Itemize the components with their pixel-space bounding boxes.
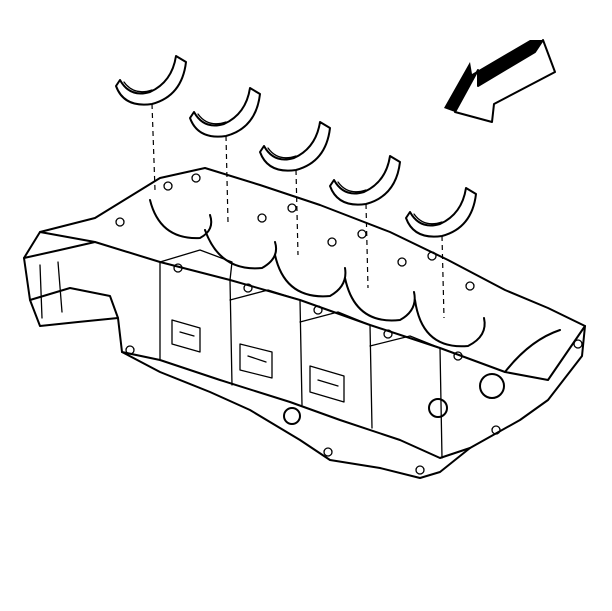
direction-arrow-icon — [444, 39, 556, 123]
installation-leader-lines — [151, 103, 445, 319]
main-bearing-2 — [189, 87, 261, 138]
lower-crankcase-icon — [23, 167, 586, 479]
main-bearing-3 — [259, 121, 331, 172]
main-bearing-5 — [405, 187, 477, 238]
main-bearing-4 — [329, 155, 401, 206]
main-bearing-1 — [115, 55, 187, 106]
